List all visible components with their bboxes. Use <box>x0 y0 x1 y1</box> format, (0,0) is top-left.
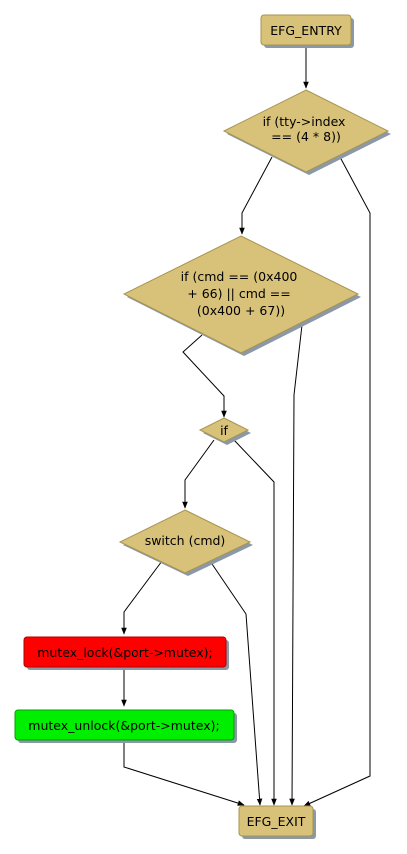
exit-node: EFG_EXIT <box>238 805 316 839</box>
tty-index-check-label: if (tty->index == (4 * 8)) <box>263 114 350 144</box>
mutex-lock-node: mutex_lock(&port->mutex); <box>23 636 229 670</box>
if-node: if <box>198 417 251 445</box>
edge-tty-to-cmd <box>239 156 273 235</box>
edge-cmd-to-if <box>182 334 227 418</box>
edge-unlock-to-exit <box>123 740 245 806</box>
cmd-check-label: if (cmd == (0x400 + 66) || cmd == (0x400… <box>181 269 302 318</box>
entry-node: EFG_ENTRY <box>260 14 354 48</box>
mutex-lock-label: mutex_lock(&port->mutex); <box>37 645 213 660</box>
entry-label: EFG_ENTRY <box>270 23 342 38</box>
if-label: if <box>220 423 228 438</box>
mutex-unlock-node: mutex_unlock(&port->mutex); <box>14 709 237 743</box>
exit-label: EFG_EXIT <box>247 814 306 829</box>
edge-if-to-exit <box>233 439 277 806</box>
edges <box>121 46 371 807</box>
switch-cmd-node: switch (cmd) <box>118 509 253 576</box>
edge-if-to-switch <box>182 439 215 509</box>
switch-cmd-label: switch (cmd) <box>145 533 226 548</box>
edge-switch-to-exit <box>209 560 263 806</box>
edge-switch-to-lock <box>121 560 163 635</box>
edge-cmd-to-exit <box>289 324 303 806</box>
cmd-check-node: if (cmd == (0x400 + 66) || cmd == (0x400… <box>122 235 361 356</box>
mutex-unlock-label: mutex_unlock(&port->mutex); <box>28 718 219 733</box>
tty-index-check-node: if (tty->index == (4 * 8)) <box>222 89 391 175</box>
edge-tty-to-exit <box>303 156 371 807</box>
